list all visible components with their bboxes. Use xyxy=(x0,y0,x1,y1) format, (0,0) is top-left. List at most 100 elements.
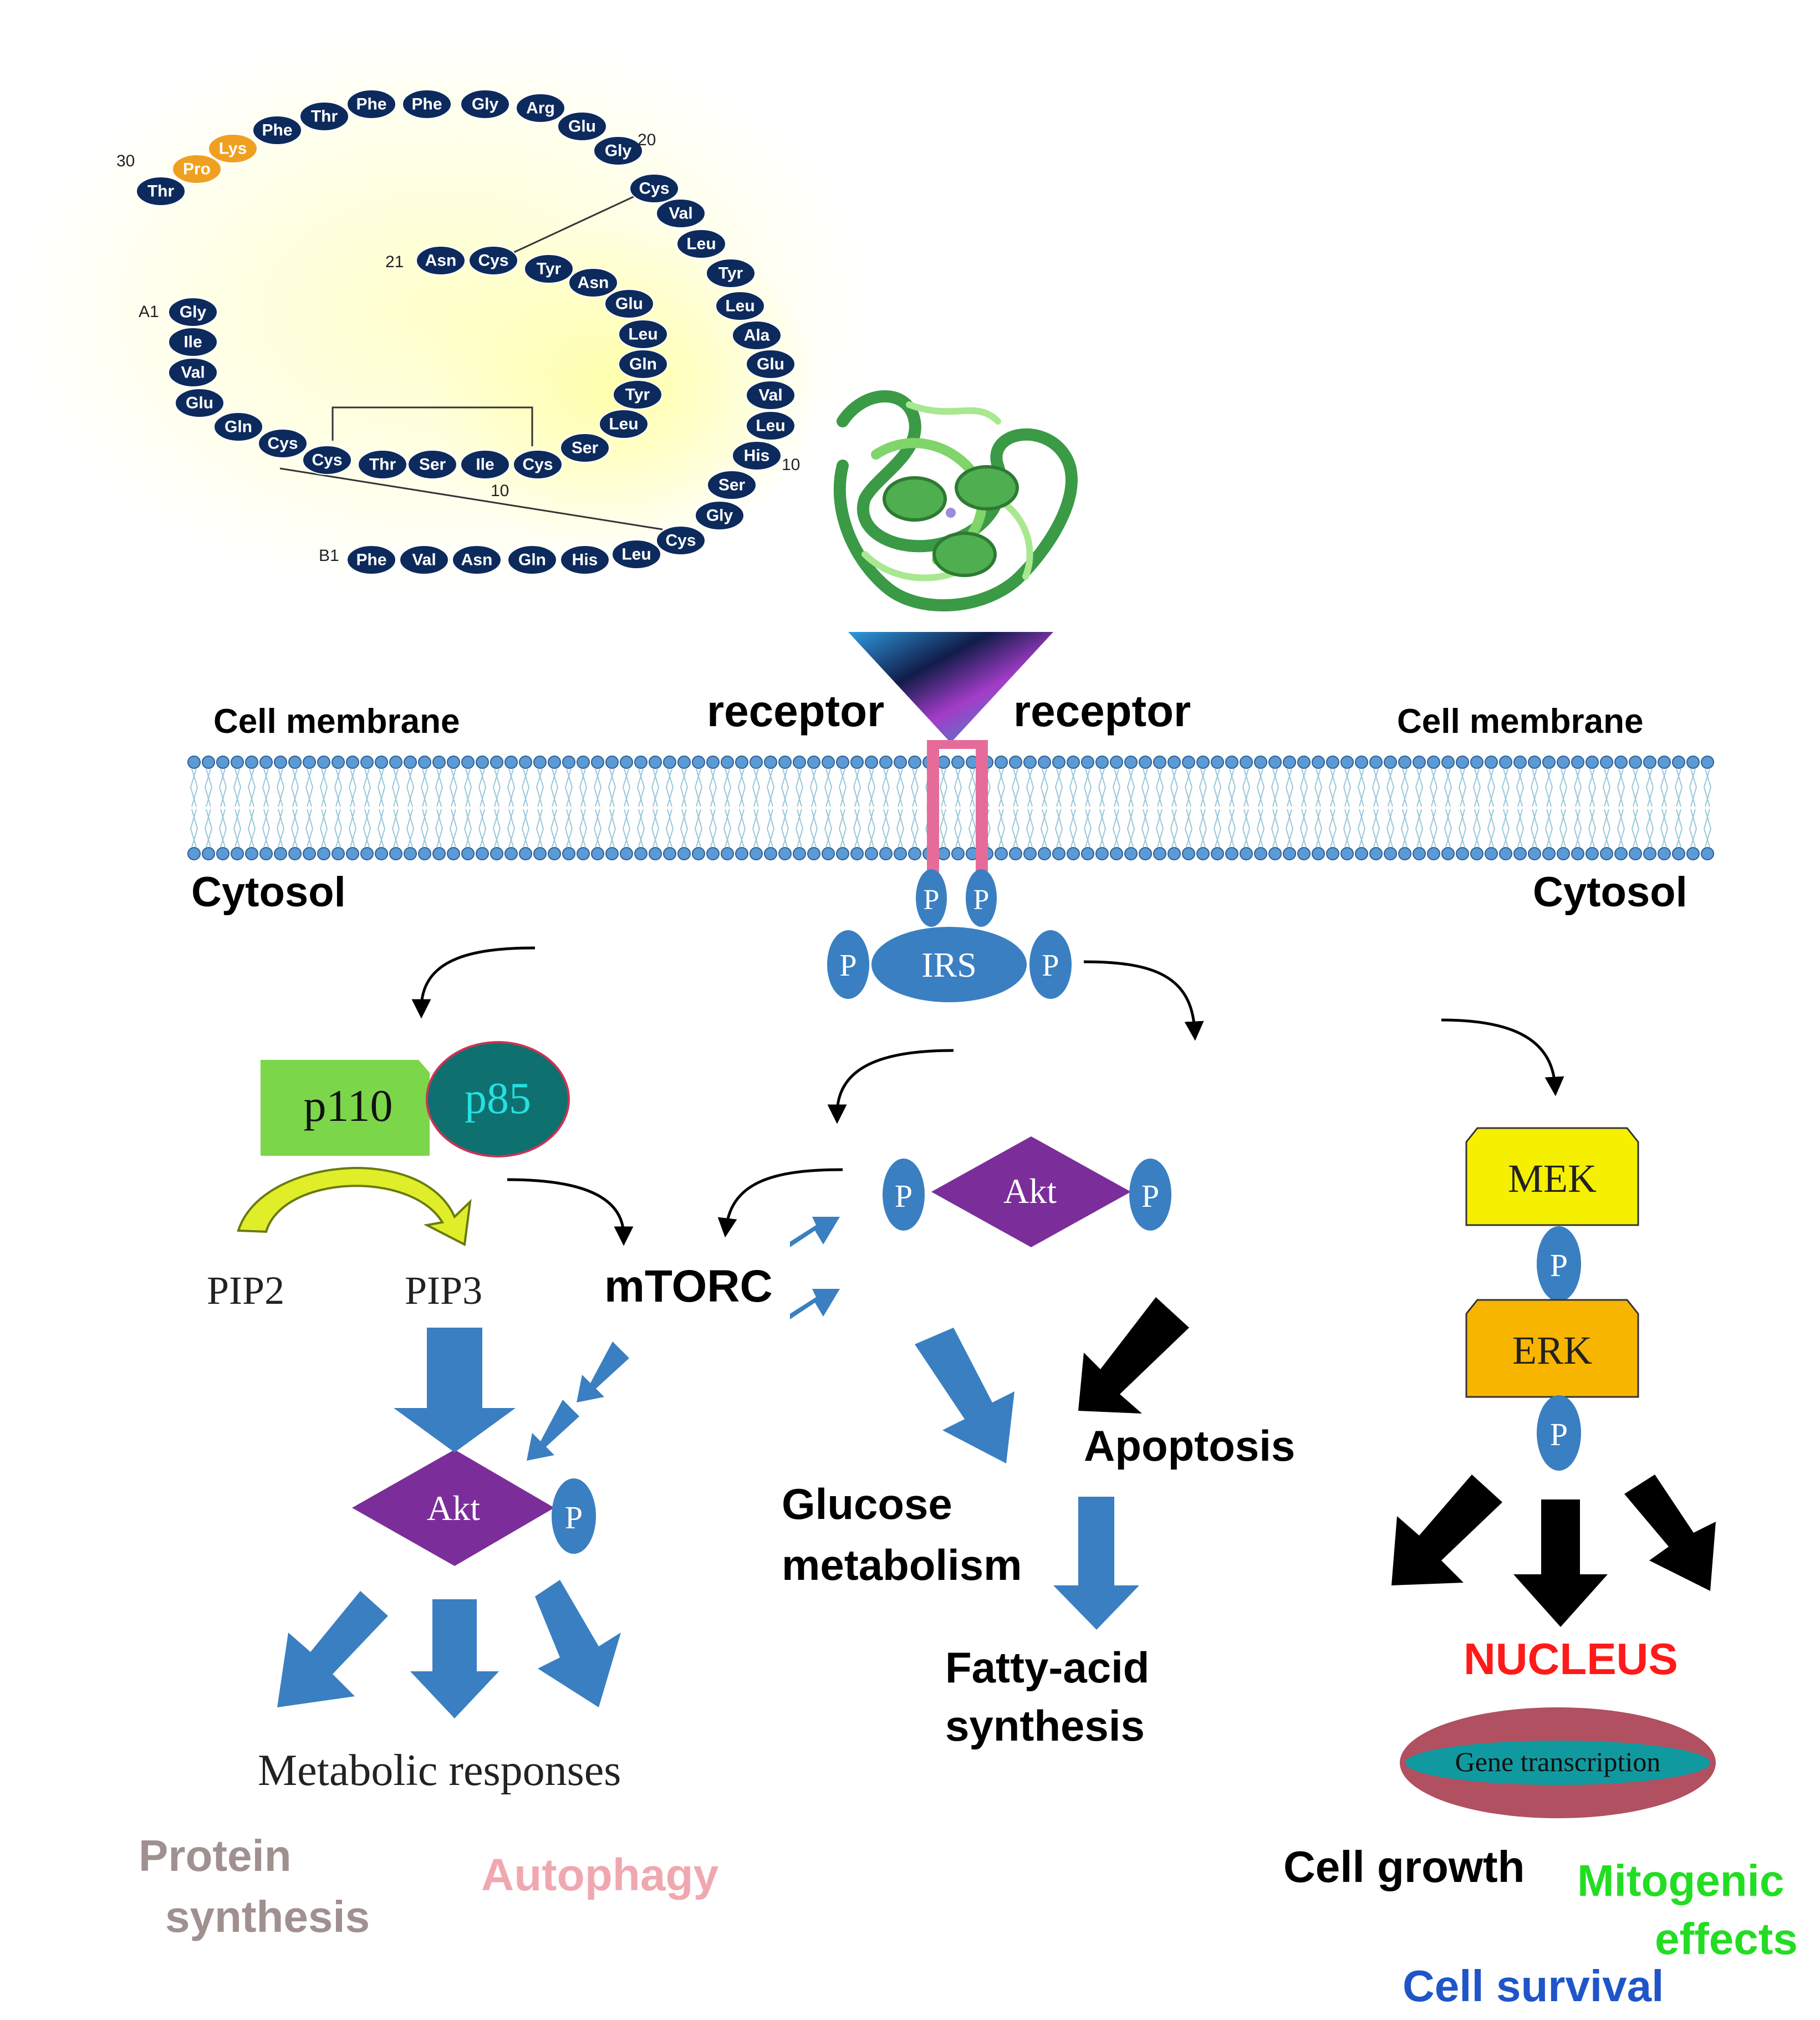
lipid-tail xyxy=(1444,768,1452,848)
receptor-transmembrane xyxy=(927,740,988,912)
residue-bead xyxy=(468,246,518,276)
residue-label: Cys xyxy=(665,532,696,550)
pip-conversion-arrow xyxy=(237,1167,472,1247)
autophagy-label: Autophagy xyxy=(481,1850,719,1900)
lipid-head xyxy=(865,847,878,860)
lipid-head xyxy=(1643,756,1656,769)
lipid-head xyxy=(1384,847,1397,860)
lipid-head xyxy=(1470,847,1483,860)
residue-label: Tyr xyxy=(718,264,743,283)
lipid-head xyxy=(533,847,547,860)
lipid-tail xyxy=(766,768,775,848)
cytosol-label-right: Cytosol xyxy=(1533,869,1688,916)
lipid-head xyxy=(663,847,676,860)
residue-label: Gly xyxy=(706,507,733,525)
lipid-tail xyxy=(1472,768,1481,848)
lipid-head xyxy=(1009,756,1022,769)
residue-label: Gly xyxy=(472,95,499,114)
residue-bead xyxy=(618,319,668,349)
lipid-head xyxy=(1023,847,1037,860)
lipid-head xyxy=(1542,756,1556,769)
phosphate-node xyxy=(916,869,947,927)
protein-synthesis-label-1: Protein xyxy=(139,1831,292,1880)
lipid-tail xyxy=(420,768,429,848)
residue-bead xyxy=(656,526,706,555)
residue-bead xyxy=(676,229,726,259)
p110-node xyxy=(261,1060,430,1156)
residue-bead xyxy=(599,409,649,439)
lipid-head xyxy=(850,756,864,769)
lipid-head xyxy=(1384,756,1397,769)
lipid-head xyxy=(1340,847,1354,860)
residue-bead xyxy=(560,545,610,575)
lipid-tail xyxy=(233,768,242,848)
lipid-head xyxy=(577,756,590,769)
lipid-head xyxy=(476,756,489,769)
lipid-tail xyxy=(1674,768,1683,848)
lipid-head xyxy=(1240,756,1253,769)
akt-label: Akt xyxy=(427,1488,480,1528)
lipid-head xyxy=(1369,756,1383,769)
lipid-head xyxy=(187,756,201,769)
lipid-tail xyxy=(1703,768,1712,848)
lipid-tail xyxy=(1256,768,1265,848)
lipid-head xyxy=(1701,756,1714,769)
lipid-head xyxy=(533,756,547,769)
lipid-tail xyxy=(1343,768,1352,848)
lipid-tail xyxy=(593,768,602,848)
lipid-head xyxy=(1614,847,1628,860)
residue-number-10-a: 10 xyxy=(491,482,509,500)
lipid-tail xyxy=(1487,768,1496,848)
lipid-head xyxy=(389,847,402,860)
lipid-head xyxy=(461,756,475,769)
lipid-head xyxy=(259,756,273,769)
lipid-tail xyxy=(1054,768,1063,848)
lipid-head xyxy=(231,847,244,860)
lipid-head xyxy=(908,847,921,860)
lipid-head xyxy=(1600,847,1613,860)
lipid-head xyxy=(1153,847,1166,860)
lipid-head xyxy=(1528,847,1541,860)
lipid-head xyxy=(879,756,893,769)
lipid-head xyxy=(1542,847,1556,860)
residue-label: Phe xyxy=(356,551,386,569)
residue-label: Leu xyxy=(686,235,716,253)
phosphate-label: P xyxy=(973,884,990,916)
lipid-tail xyxy=(276,768,285,848)
lipid-tail xyxy=(463,768,472,848)
lipid-tail xyxy=(1689,768,1697,848)
residue-bead xyxy=(629,174,679,203)
lipid-tail xyxy=(1155,768,1164,848)
lipid-tail xyxy=(1328,768,1337,848)
lipid-head xyxy=(1586,756,1599,769)
lipid-tail xyxy=(1544,768,1553,848)
lipid-tail xyxy=(1040,768,1049,848)
lipid-tail xyxy=(1199,768,1207,848)
residue-label: Leu xyxy=(725,297,754,315)
lipid-head xyxy=(562,847,575,860)
irs-complex: P P P P IRS xyxy=(827,869,1072,1002)
residue-bead xyxy=(695,501,745,530)
residue-bead xyxy=(213,412,263,442)
glucose-label-1: Glucose xyxy=(782,1480,952,1528)
residue-label: Leu xyxy=(621,545,651,564)
cell-membrane-label-right: Cell membrane xyxy=(1397,702,1644,741)
residue-bead xyxy=(460,450,510,480)
residue-bead xyxy=(452,545,502,575)
gene-transcription-label: Gene transcription xyxy=(1455,1746,1661,1777)
p85-label: p85 xyxy=(465,1074,531,1123)
residue-label: Gly xyxy=(180,303,207,322)
lipid-head xyxy=(1672,756,1685,769)
akt-node xyxy=(931,1136,1131,1247)
lipid-head xyxy=(822,756,835,769)
residue-label: Ser xyxy=(572,439,599,457)
lipid-head xyxy=(562,756,575,769)
lipid-tail xyxy=(1242,768,1251,848)
lipid-head xyxy=(418,847,431,860)
cell-growth-label: Cell growth xyxy=(1283,1842,1525,1891)
lipid-head xyxy=(1326,847,1339,860)
lipid-head xyxy=(1254,847,1267,860)
akt-complex-bottom: Akt P xyxy=(352,1450,596,1566)
phosphate-label: P xyxy=(1141,1178,1159,1214)
residue-label: Ser xyxy=(718,476,746,494)
